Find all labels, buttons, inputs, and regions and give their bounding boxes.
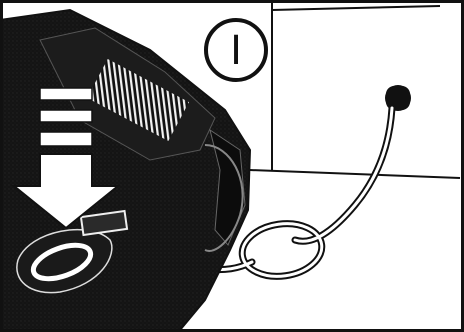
power-button — [16, 209, 129, 294]
wall-corner — [249, 2, 461, 179]
wall-outlet — [385, 85, 411, 111]
step-badge: I — [204, 18, 268, 82]
step-number: I — [230, 28, 242, 74]
vent-grille — [87, 58, 189, 142]
down-arrow-icon — [11, 87, 121, 230]
